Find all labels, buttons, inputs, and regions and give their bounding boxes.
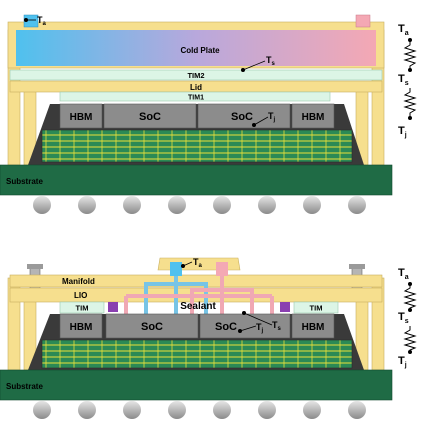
top-soc-left xyxy=(103,103,197,129)
right-screw-head xyxy=(349,264,365,269)
manifold xyxy=(9,274,383,288)
resistor-symbol xyxy=(403,326,417,352)
solder-ball xyxy=(348,401,366,419)
bottom-soc-left xyxy=(105,313,199,339)
resistor-symbol xyxy=(403,284,417,310)
bottom-hbm-left xyxy=(59,313,103,339)
tim2-label: TIM2 xyxy=(187,71,204,80)
manifold-inlet xyxy=(170,262,182,276)
bottom-soc-left-label: SoC xyxy=(141,321,163,333)
bottom-hbm-left-label: HBM xyxy=(70,322,93,333)
solder-ball xyxy=(303,401,321,419)
top-hbm-right xyxy=(291,103,335,129)
top-substrate-label: Substrate xyxy=(6,177,43,186)
bottom-substrate xyxy=(0,369,393,401)
solder-ball xyxy=(33,196,51,214)
top-network-tj: Tj xyxy=(398,125,407,139)
bottom-network-ts: Ts xyxy=(398,311,409,325)
tim-right-label: TIM xyxy=(310,304,323,313)
lio-label: LIO xyxy=(74,291,87,300)
sealant-left xyxy=(108,302,118,312)
top-soc-right xyxy=(197,103,291,129)
top-solder-balls xyxy=(33,196,366,214)
bottom-ta-label: Ta xyxy=(193,257,203,269)
solder-ball xyxy=(78,196,96,214)
top-resistor-network: Ta Ts Tj xyxy=(398,23,417,139)
tim1-label: TIM1 xyxy=(188,95,204,102)
top-hbm-right-label: HBM xyxy=(302,112,325,123)
solder-ball xyxy=(258,196,276,214)
coolant-channels xyxy=(124,276,274,314)
top-substrate xyxy=(0,164,393,196)
solder-ball xyxy=(33,401,51,419)
lid-label: Lid xyxy=(190,83,202,92)
tim-right xyxy=(293,301,339,314)
top-hbm-left xyxy=(59,103,103,129)
cold-plate xyxy=(16,30,376,66)
solder-ball xyxy=(78,401,96,419)
left-screw-head xyxy=(27,264,43,269)
inlet-port xyxy=(23,14,39,28)
top-ta-label: Ta xyxy=(37,15,47,27)
tim-left-label: TIM xyxy=(76,304,89,313)
bottom-solder-balls xyxy=(33,401,366,419)
manifold-label: Manifold xyxy=(62,277,95,286)
manifold-outlet xyxy=(216,262,228,276)
cold-plate-label: Cold Plate xyxy=(180,46,220,55)
outlet-port xyxy=(355,14,371,28)
solder-ball xyxy=(123,196,141,214)
bottom-resistor-network: Ta Ts Tj xyxy=(398,267,417,369)
sealant-right xyxy=(280,302,290,312)
solder-ball xyxy=(258,401,276,419)
solder-ball xyxy=(168,401,186,419)
bottom-package-diagram: Manifold LIO Sealant TIM TIM xyxy=(0,257,393,419)
solder-ball xyxy=(213,196,231,214)
bottom-hbm-right-label: HBM xyxy=(302,322,325,333)
bottom-soc-right xyxy=(199,313,291,339)
tim-left xyxy=(59,301,105,314)
resistor-symbol xyxy=(403,88,417,118)
top-hbm-left-label: HBM xyxy=(70,112,93,123)
bottom-network-tj: Tj xyxy=(398,355,407,369)
top-network-ta: Ta xyxy=(398,23,409,37)
bottom-network-ta: Ta xyxy=(398,267,409,281)
bottom-interposer-wiring xyxy=(41,339,353,369)
sealant-label: Sealant xyxy=(180,301,216,312)
solder-ball xyxy=(213,401,231,419)
top-interposer-wiring xyxy=(41,129,353,163)
bottom-tj-label: Tj xyxy=(256,322,264,334)
top-network-ts: Ts xyxy=(398,73,409,87)
solder-ball xyxy=(168,196,186,214)
solder-ball xyxy=(303,196,321,214)
resistor-symbol xyxy=(403,40,417,70)
solder-ball xyxy=(348,196,366,214)
top-package-diagram: Cold Plate TIM2 Lid TIM1 HBM SoC SoC HBM… xyxy=(0,14,393,214)
tim1-layer xyxy=(59,91,331,102)
tim2-layer xyxy=(9,69,383,81)
top-soc-left-label: SoC xyxy=(139,111,161,123)
top-ts-label: Ts xyxy=(266,55,276,67)
bottom-substrate-label: Substrate xyxy=(6,382,43,391)
top-tj-label: Tj xyxy=(268,111,276,123)
bottom-hbm-right xyxy=(291,313,335,339)
bottom-soc-right-label: SoC xyxy=(215,321,237,333)
bottom-ts-label: Ts xyxy=(272,320,282,332)
top-soc-right-label: SoC xyxy=(231,111,253,123)
solder-ball xyxy=(123,401,141,419)
